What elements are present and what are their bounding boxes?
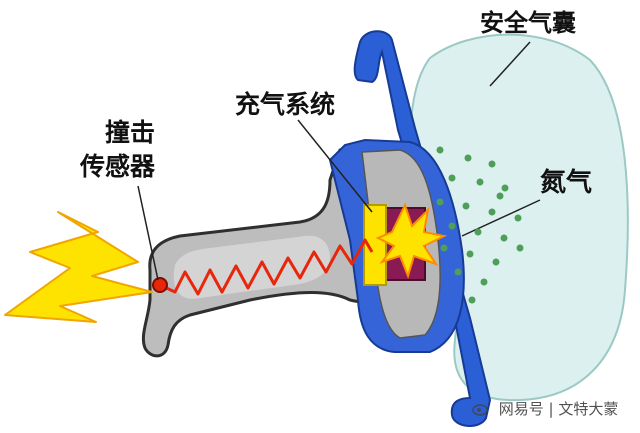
explosion-icon: [375, 202, 448, 280]
inflator-label: 充气系统: [235, 90, 336, 119]
steering-wheel-rim: [353, 30, 492, 427]
sensor-pointer-line: [137, 185, 159, 281]
nitrogen-pointer-line: [461, 199, 541, 237]
crash-sensor-label-line2: 传感器: [80, 152, 156, 181]
watermark-text: 网易号 | 文特大蒙: [498, 400, 619, 418]
nitrogen-label: 氮气: [540, 168, 593, 198]
airbag-pointer-line: [489, 41, 531, 87]
inflator-plate: [363, 204, 387, 286]
watermark: 网易号 | 文特大蒙: [472, 398, 618, 419]
lightning-bolt-icon: [4, 211, 153, 323]
steering-column-inner: [173, 235, 330, 299]
crash-sensor-label-line1: 撞击: [105, 118, 156, 147]
inflator-pointer-line: [297, 119, 373, 213]
airbag-label: 安全气囊: [480, 9, 576, 37]
crash-sensor-icon: [152, 277, 168, 293]
sensor-signal-wire: [159, 238, 374, 296]
weibo-icon: [472, 404, 488, 416]
nitrogen-dots: [436, 146, 524, 304]
